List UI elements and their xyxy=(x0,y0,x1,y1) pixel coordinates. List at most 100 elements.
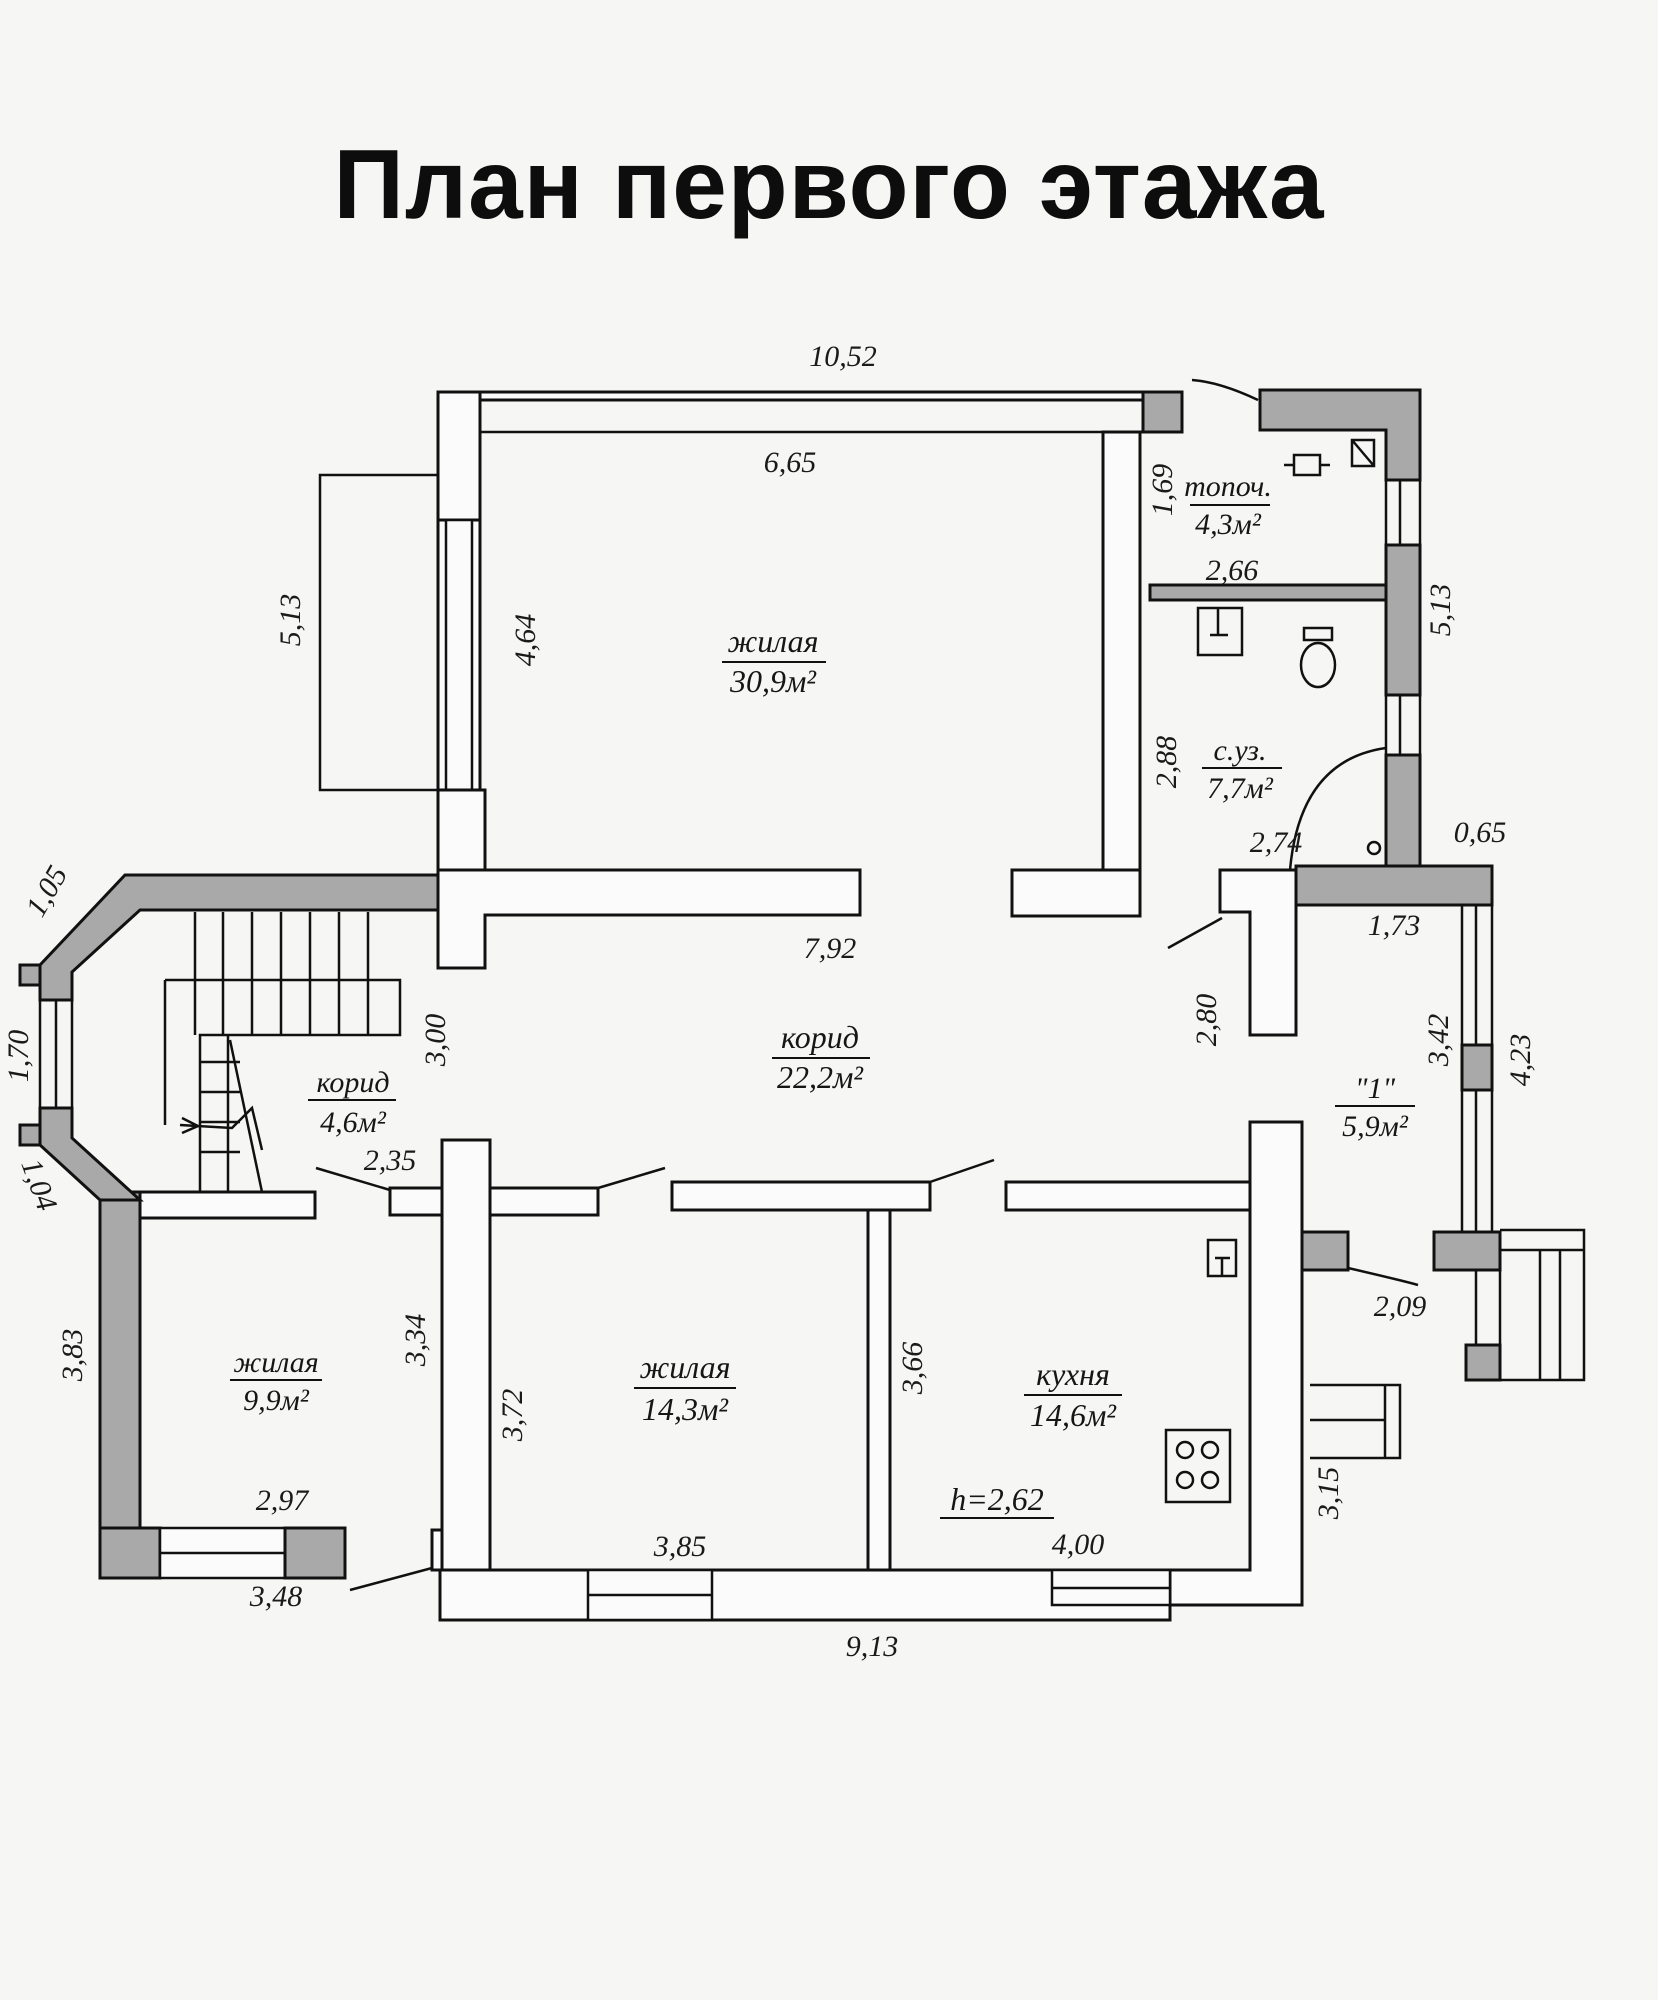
bay-window-mid xyxy=(38,998,74,1110)
room-name: "1" xyxy=(1355,1072,1396,1105)
wall-corridor-bottom-4 xyxy=(1004,1180,1252,1212)
room-area: 22,2м² xyxy=(777,1059,864,1095)
wall-top-left-cap xyxy=(436,390,482,522)
walls xyxy=(18,378,1586,1622)
porch-steps-2 xyxy=(1310,1383,1402,1460)
dim-corridor-height: 3,00 xyxy=(419,1014,452,1068)
room-corridor-small: корид 4,6м² xyxy=(308,1066,396,1139)
dim-vest-width: 1,73 xyxy=(1368,909,1421,942)
room-name: корид xyxy=(781,1019,859,1055)
wall-bath-left-corner xyxy=(1218,868,1298,1037)
wall-room1-right xyxy=(440,1138,492,1572)
room-area: 4,3м² xyxy=(1195,508,1262,541)
dim-bath-width: 2,74 xyxy=(1250,826,1303,859)
dim-right-upper: 5,13 xyxy=(1424,584,1457,637)
vest-right-window xyxy=(1460,903,1494,1052)
dim-boiler-width: 2,66 xyxy=(1206,554,1259,587)
wall-corridor-bottom-2 xyxy=(488,1186,600,1217)
room-boiler: топоч. 4,3м² xyxy=(1184,470,1272,541)
room-name: жилая xyxy=(640,1349,731,1385)
room-kitchen: кухня 14,6м² xyxy=(1024,1356,1122,1433)
dim-room1-inner: 2,97 xyxy=(256,1484,311,1517)
boiler-right-window xyxy=(1384,478,1422,547)
toilet-fixture xyxy=(1299,641,1337,689)
stair-arrow xyxy=(179,1039,264,1193)
wall-boiler-right xyxy=(1384,543,1422,697)
dim-living-height: 4,64 xyxy=(509,614,542,667)
window-living-left xyxy=(444,518,474,792)
wall-left-room-top xyxy=(138,1190,317,1220)
dim-bath-height: 2,88 xyxy=(1150,736,1183,789)
room-area: 4,6м² xyxy=(320,1106,387,1139)
ceiling-height: h=2,62 xyxy=(950,1481,1044,1517)
wall-top xyxy=(436,390,1180,402)
room-area: 5,9м² xyxy=(1342,1110,1409,1143)
drain-fixture xyxy=(1366,840,1382,856)
kitchen-door-line xyxy=(1167,916,1223,950)
wall-top-right-pillar xyxy=(1141,390,1184,434)
room-labels: жилая 30,9м² топоч. 4,3м² с.уз. 7,7м² ко… xyxy=(230,470,1415,1519)
wall-bath-right xyxy=(1384,753,1422,870)
room-bathroom: с.уз. 7,7м² xyxy=(1202,734,1282,805)
sink-fixture xyxy=(1196,606,1244,657)
wall-left-room-bottom-right xyxy=(283,1526,347,1580)
room-living-left: жилая 9,9м² xyxy=(230,1346,322,1417)
wall-left-room-bottom-left xyxy=(98,1526,162,1580)
bay-cap-bottom xyxy=(18,1123,42,1147)
door-line-2 xyxy=(929,1158,995,1184)
toilet-tank xyxy=(1302,626,1334,642)
stove-burner xyxy=(1175,1470,1195,1490)
room-area: 14,6м² xyxy=(1030,1397,1117,1433)
window-left-room xyxy=(158,1526,287,1580)
vest-lower-pillar xyxy=(1464,1343,1502,1382)
room-name: кухня xyxy=(1036,1356,1110,1392)
dim-bay-bottom: 1,04 xyxy=(14,1154,63,1215)
stove-burner xyxy=(1200,1470,1220,1490)
window-bottom-1 xyxy=(586,1568,714,1622)
dim-room2-height: 3,72 xyxy=(496,1389,529,1443)
dim-right-lower: 3,15 xyxy=(1312,1467,1345,1521)
room-area: 7,7м² xyxy=(1207,772,1274,805)
ceiling-height-label: h=2,62 xyxy=(940,1481,1054,1519)
dim-kitchen-left: 3,66 xyxy=(896,1342,929,1396)
bay-cap-top xyxy=(18,963,42,987)
wall-corridor-bottom-3 xyxy=(670,1180,932,1212)
vest-lower-window xyxy=(1474,1268,1502,1347)
wall-small-jamb xyxy=(430,1528,444,1572)
dim-step-2-09: 2,09 xyxy=(1374,1290,1427,1323)
stove-fixture xyxy=(1164,1428,1232,1504)
room-area: 30,9м² xyxy=(729,663,817,699)
dim-room1-outer: 3,48 xyxy=(249,1580,303,1613)
dim-bay-top: 1,05 xyxy=(19,860,74,922)
dim-wall-0-65: 0,65 xyxy=(1454,816,1507,849)
dim-room1-height: 3,34 xyxy=(399,1314,432,1368)
room-name: топоч. xyxy=(1184,470,1272,503)
door-line-1 xyxy=(597,1166,666,1190)
dim-room2-width: 3,85 xyxy=(653,1530,707,1563)
dim-small-corridor: 2,35 xyxy=(364,1144,417,1177)
wall-bath-bottom xyxy=(1294,864,1494,907)
wall-corridor-bottom-1 xyxy=(388,1186,444,1217)
dim-boiler-height: 1,69 xyxy=(1146,464,1179,517)
room-name: с.уз. xyxy=(1214,734,1267,767)
wall-boiler-top xyxy=(1258,388,1422,482)
boiler-door-line xyxy=(1191,378,1259,402)
room-corridor-main: корид 22,2м² xyxy=(772,1019,870,1095)
wall-left-room-left xyxy=(98,1190,142,1580)
vest-bottom-right xyxy=(1432,1230,1502,1272)
stairs xyxy=(163,912,402,1194)
wall-living-bottom-right xyxy=(1010,868,1142,918)
dim-vest-outer: 4,23 xyxy=(1504,1034,1537,1087)
vest-right-pillar xyxy=(1460,1043,1494,1092)
boiler-fixture xyxy=(1284,438,1376,477)
room-living-large: жилая 30,9м² xyxy=(722,623,826,699)
door-line-left-room xyxy=(349,1566,433,1592)
stove-burner xyxy=(1200,1440,1220,1460)
vest-bottom-left xyxy=(1300,1230,1350,1272)
page-title: План первого этажа xyxy=(333,129,1325,239)
door-line-3 xyxy=(315,1166,391,1192)
window-bottom-2 xyxy=(1050,1568,1172,1607)
dim-bottom-overall: 9,13 xyxy=(846,1630,899,1663)
wall-living-right xyxy=(1101,430,1142,918)
